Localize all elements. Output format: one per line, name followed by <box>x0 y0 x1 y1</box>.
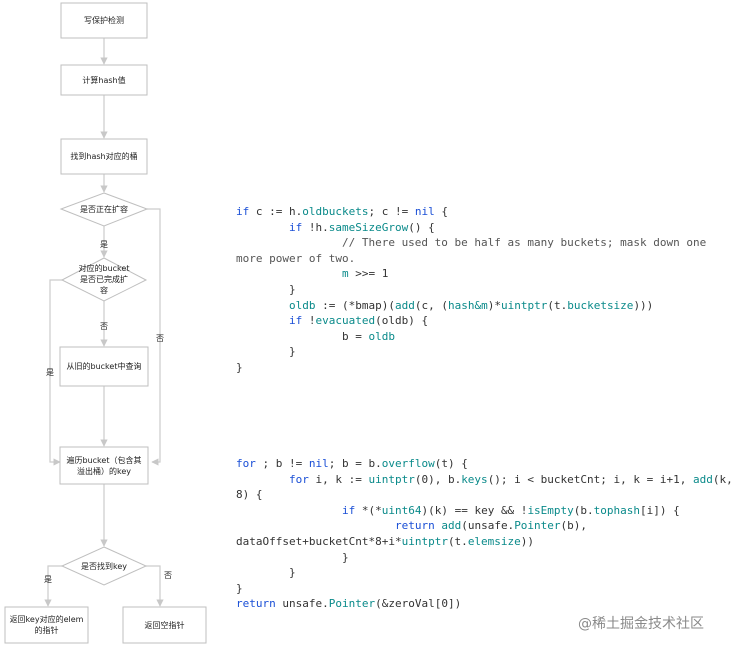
code-line: // There used to be half as many buckets… <box>236 236 707 250</box>
code-line: } <box>236 360 243 374</box>
code-block-lookup: for ; b != nil; b = b.overflow(t) { for … <box>236 456 732 612</box>
node-return-null-box <box>122 606 207 644</box>
node-compute-hash: 计算hash值 <box>82 75 126 85</box>
node-bucket-done-shape <box>60 257 148 302</box>
node-return-elem-box <box>4 606 89 644</box>
node-is-growing: 是否正在扩容 <box>80 205 128 214</box>
node-bucket-done: 对应的bucket 是否已完成扩 容 <box>78 264 130 295</box>
label-yes-growing: 是 <box>100 240 108 249</box>
code-line: dataOffset+bucketCnt*8+i*uintptr(t.elems… <box>236 534 535 548</box>
node-query-old: 从旧的bucket中查询 <box>66 362 142 371</box>
code-line: if !h.sameSizeGrow() { <box>288 220 435 234</box>
code-line: if !evacuated(oldb) { <box>288 314 429 328</box>
label-no-done: 否 <box>100 322 108 331</box>
code-line: } <box>236 345 296 359</box>
edge-found-yes <box>44 565 62 607</box>
node-query-old-box <box>59 346 149 387</box>
code-line: return add(unsafe.Pointer(b), <box>394 519 588 533</box>
node-write-protect: 写保护检测 <box>84 16 124 25</box>
code-line: if c := h.oldbuckets; c != nil { <box>236 205 448 218</box>
code-line: more power of two. <box>236 251 356 265</box>
edge-growing-no <box>147 208 161 466</box>
code-line: b = oldb <box>236 329 395 343</box>
code-line: for ; b != nil; b = b.overflow(t) { <box>236 457 468 470</box>
code-line: m >>= 1 <box>341 267 389 281</box>
code-line: } <box>236 581 243 595</box>
node-find-bucket-box <box>60 138 148 175</box>
code-line: for i, k := uintptr(0), b.keys(); i < bu… <box>288 472 732 486</box>
edge-found-no <box>146 565 164 607</box>
code-line: } <box>236 566 296 580</box>
node-write-protect-box <box>60 2 148 39</box>
code-block-oldbuckets: if c := h.oldbuckets; c != nil { if !h.s… <box>236 204 706 376</box>
edge-done-yes <box>49 279 62 466</box>
code-line: 8) { <box>236 488 263 502</box>
node-found-key: 是否找到key <box>80 561 127 571</box>
label-no-growing: 否 <box>156 334 164 343</box>
node-return-null: 返回空指针 <box>144 620 185 630</box>
node-iterate: 遍历bucket（包含其 溢出桶）的key <box>66 455 142 476</box>
code-line: oldb := (*bmap)(add(c, (hash&m)*uintptr(… <box>288 298 654 312</box>
label-no-found: 否 <box>164 571 172 580</box>
node-find-bucket: 找到hash对应的桶 <box>70 152 138 161</box>
code-line: } <box>236 282 296 296</box>
label-yes-found: 是 <box>44 575 52 584</box>
watermark: @稀土掘金技术社区 <box>578 616 704 632</box>
node-found-key-shape <box>60 546 148 586</box>
node-return-elem: 返回key对应的elem 的指针 <box>9 615 84 635</box>
node-compute-hash-box <box>60 64 148 96</box>
node-is-growing-shape <box>59 192 149 227</box>
node-iterate-box <box>59 446 149 485</box>
label-yes-done: 是 <box>46 368 54 377</box>
code-line: if *(*uint64)(k) == key && !isEmpty(b.to… <box>341 503 680 517</box>
code-line: return unsafe.Pointer(&zeroVal[0]) <box>236 597 462 611</box>
code-line: } <box>236 550 349 564</box>
